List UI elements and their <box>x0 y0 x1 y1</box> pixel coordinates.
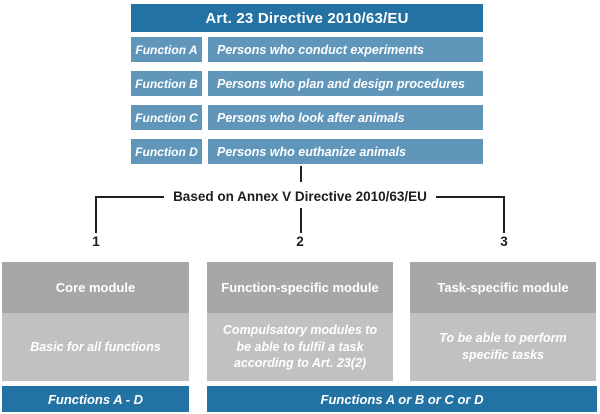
core-module-description: Basic for all functions <box>2 313 189 381</box>
connector-stub-top <box>300 166 302 182</box>
connector-drop-center <box>300 208 302 233</box>
connector-drop-right <box>503 196 505 233</box>
function-c-description: Persons who look after animals <box>208 105 483 130</box>
directive-title: Art. 23 Directive 2010/63/EU <box>131 4 483 32</box>
core-module-title: Core module <box>2 262 189 313</box>
task-specific-module-description: To be able to perform specific tasks <box>410 313 596 381</box>
function-specific-module-title: Function-specific module <box>207 262 393 313</box>
connector-drop-left <box>95 196 97 233</box>
task-specific-module-title: Task-specific module <box>410 262 596 313</box>
annex-caption: Based on Annex V Directive 2010/63/EU <box>164 186 436 208</box>
branch-number-1: 1 <box>92 234 100 249</box>
function-a-label: Function A <box>131 37 202 62</box>
function-a-description: Persons who conduct experiments <box>208 37 483 62</box>
function-c-label: Function C <box>131 105 202 130</box>
function-specific-module-description: Compulsatory modules to be able to fulfi… <box>207 313 393 381</box>
function-b-description: Persons who plan and design procedures <box>208 71 483 96</box>
function-d-description: Persons who euthanize animals <box>208 139 483 164</box>
branch-number-2: 2 <box>296 234 304 249</box>
branch-number-3: 3 <box>500 234 508 249</box>
function-b-label: Function B <box>131 71 202 96</box>
footer-functions-a-or-b-or-c-or-d: Functions A or B or C or D <box>207 386 597 412</box>
function-d-label: Function D <box>131 139 202 164</box>
footer-functions-a-d: Functions A - D <box>2 386 189 412</box>
